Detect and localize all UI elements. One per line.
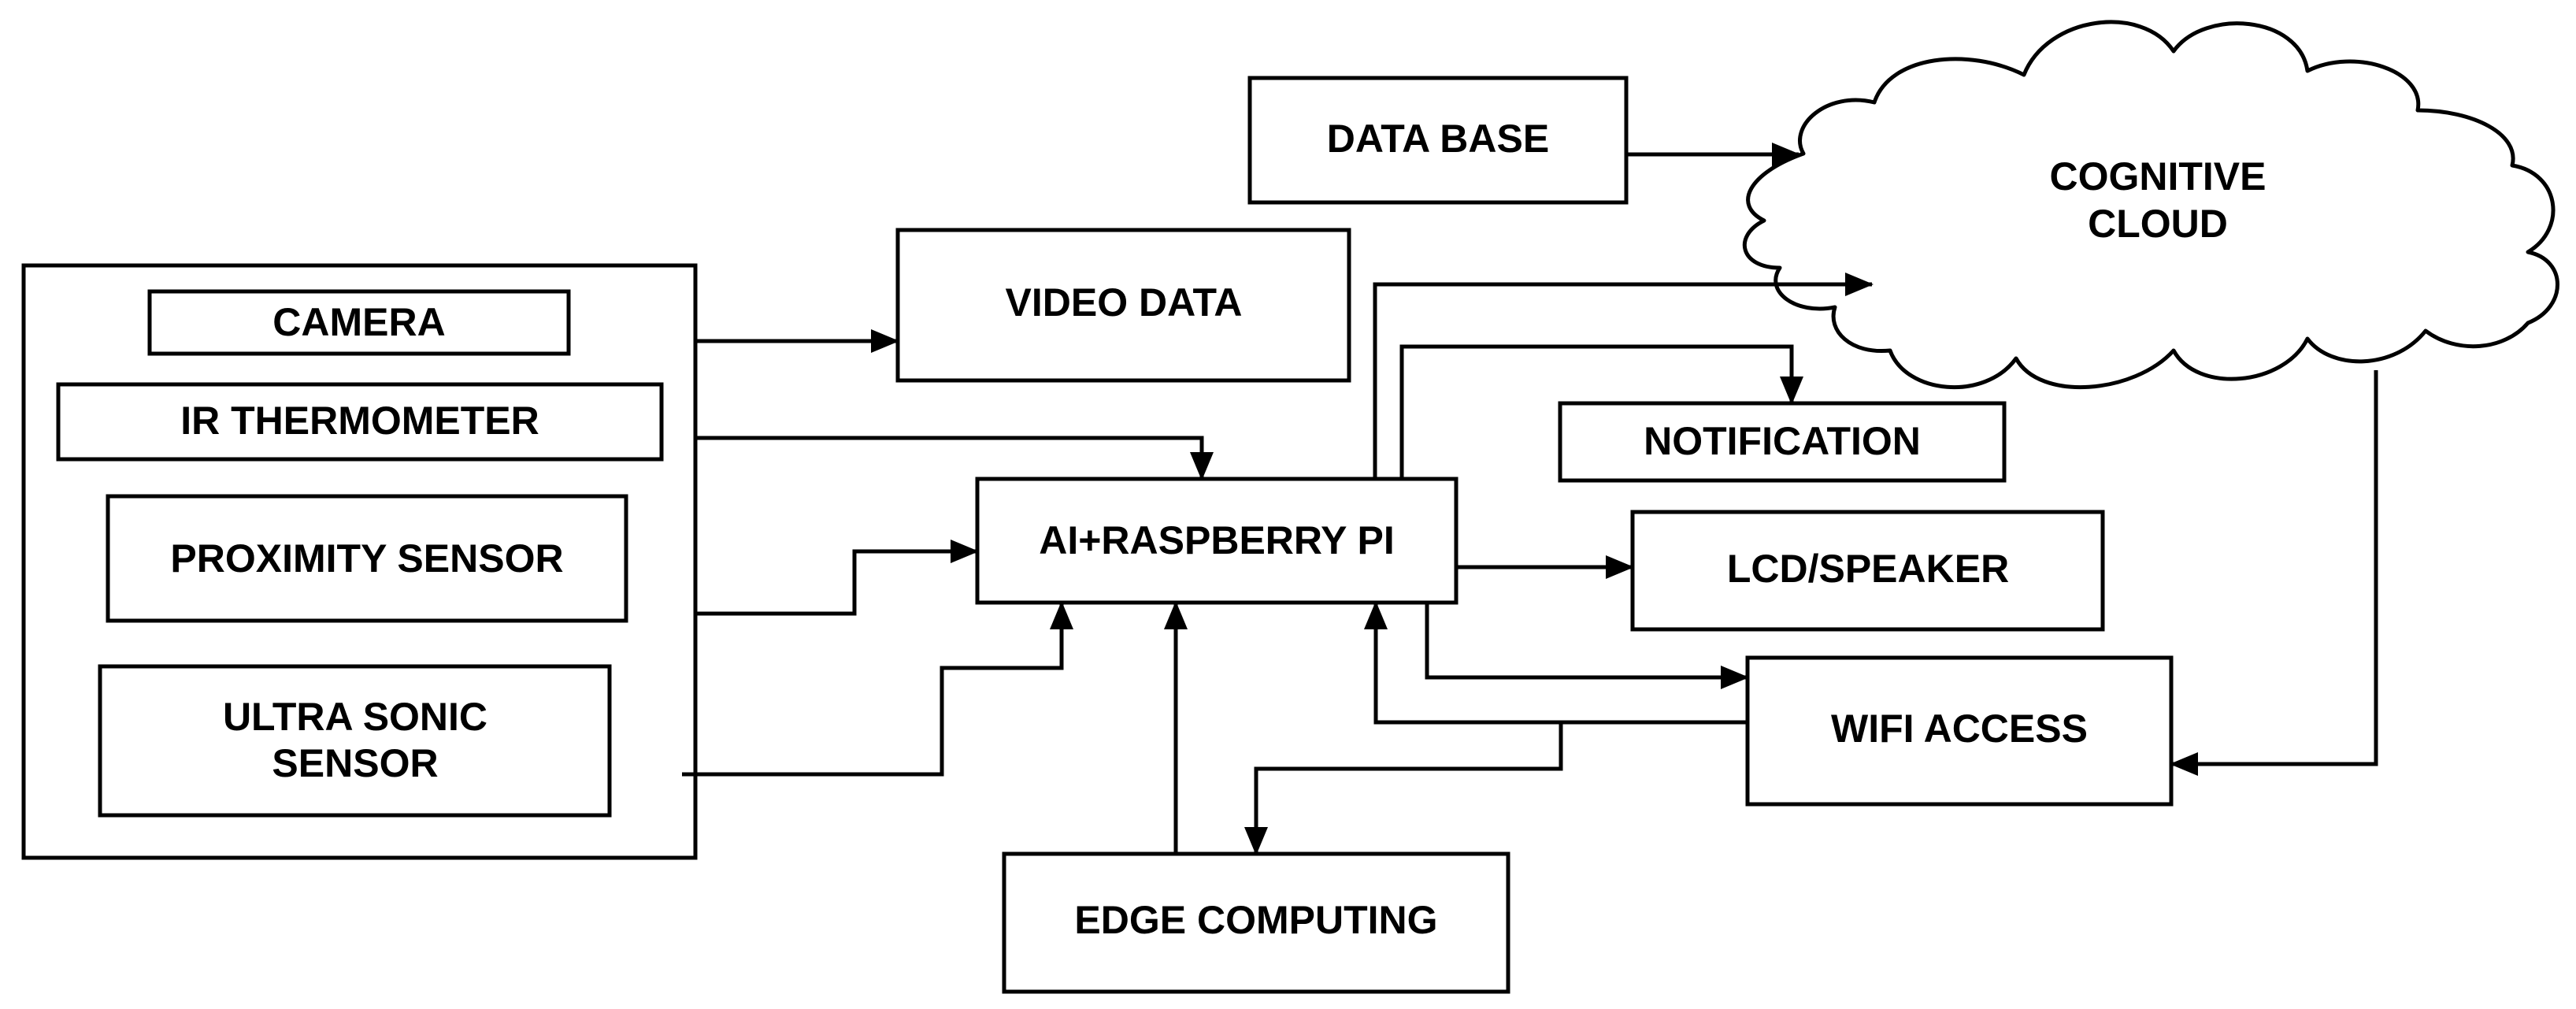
notification-label: NOTIFICATION xyxy=(1644,419,1921,463)
lcd-speaker-node: LCD/SPEAKER xyxy=(1630,510,2105,632)
wifi-access-label: WIFI ACCESS xyxy=(1831,707,2088,751)
wifi-access-node: WIFI ACCESS xyxy=(1745,655,2174,807)
data-base-label: DATA BASE xyxy=(1327,117,1549,161)
ultra-sonic-label-line-1: ULTRA SONIC xyxy=(223,695,487,739)
edge-computing-label: EDGE COMPUTING xyxy=(1074,898,1437,942)
arrow-ir-to-raspberry-pi xyxy=(695,436,1214,480)
ultra-sonic-sensor-node: ULTRA SONIC SENSOR xyxy=(98,664,612,818)
arrow-raspberry-pi-to-wifi xyxy=(1425,603,1749,689)
lcd-speaker-label: LCD/SPEAKER xyxy=(1727,547,2009,591)
ai-raspberry-pi-label: AI+RASPBERRY PI xyxy=(1039,518,1395,562)
edge-computing-node: EDGE COMPUTING xyxy=(1002,851,1510,994)
arrow-cloud-to-wifi xyxy=(2170,370,2378,776)
camera-label: CAMERA xyxy=(272,300,445,344)
connectors xyxy=(682,143,2378,855)
data-base-node: DATA BASE xyxy=(1247,76,1629,205)
proximity-sensor-node: PROXIMITY SENSOR xyxy=(106,494,628,623)
arrow-wifi-to-raspberry-pi xyxy=(1364,601,1748,725)
notification-node: NOTIFICATION xyxy=(1558,401,2007,483)
arrow-wifi-to-edge-computing xyxy=(1244,722,1563,855)
cognitive-cloud-node: COGNITIVE CLOUD xyxy=(1742,20,2559,390)
cognitive-cloud-label-line-2: CLOUD xyxy=(2088,202,2228,246)
arrow-raspberry-pi-to-notification xyxy=(1399,344,1803,479)
ir-thermometer-label: IR THERMOMETER xyxy=(180,399,539,443)
cloud-shape xyxy=(1742,20,2559,390)
arrow-ultrasonic-to-raspberry-pi xyxy=(682,601,1073,777)
arrow-raspberry-pi-to-cloud xyxy=(1373,273,1874,479)
arrow-proximity-to-raspberry-pi xyxy=(695,540,979,616)
ir-thermometer-node: IR THERMOMETER xyxy=(56,382,664,462)
video-data-node: VIDEO DATA xyxy=(895,228,1351,383)
sensor-group: CAMERA IR THERMOMETER PROXIMITY SENSOR U… xyxy=(21,263,698,860)
ai-raspberry-pi-node: AI+RASPBERRY PI xyxy=(975,477,1458,605)
proximity-sensor-label: PROXIMITY SENSOR xyxy=(170,536,563,581)
ultra-sonic-label-line-2: SENSOR xyxy=(272,741,438,785)
camera-node: CAMERA xyxy=(147,289,571,356)
cognitive-cloud-label-line-1: COGNITIVE xyxy=(2049,154,2266,198)
video-data-label: VIDEO DATA xyxy=(1006,280,1243,325)
